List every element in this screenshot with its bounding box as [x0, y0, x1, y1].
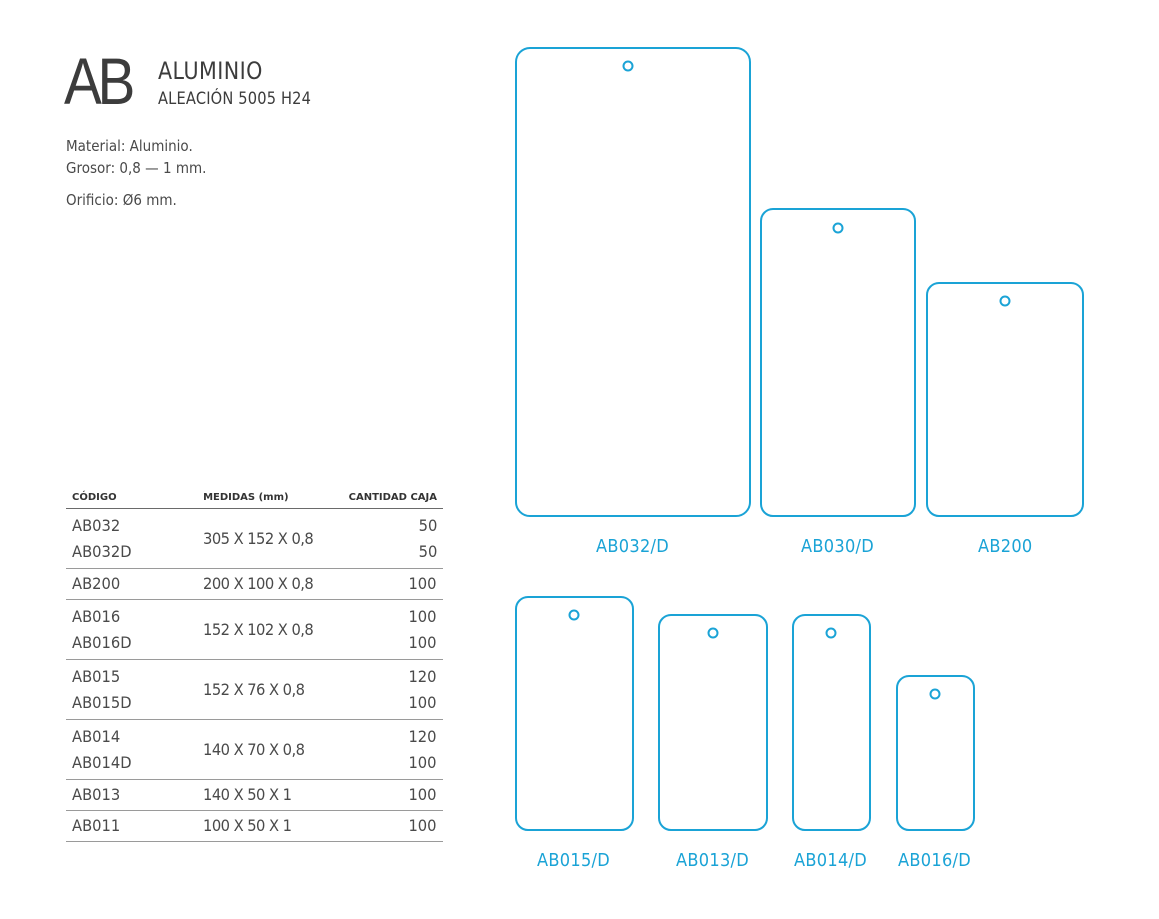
tag-ab030d-shape — [760, 208, 916, 517]
product-quantity: 100 — [408, 692, 437, 712]
product-quantity: 50 — [418, 515, 437, 535]
product-code: AB016 — [72, 606, 121, 626]
tag-hole-icon — [568, 609, 580, 621]
tag-hole-icon — [999, 295, 1011, 307]
product-code: AB015D — [72, 692, 132, 712]
product-measures: 200 X 100 X 0,8 — [203, 574, 314, 593]
brand-logo: AB — [64, 44, 135, 118]
tag-hole-icon — [929, 688, 941, 700]
tag-hole-icon — [832, 222, 844, 234]
tag-ab200-shape — [926, 282, 1084, 517]
product-quantity: 100 — [408, 574, 437, 593]
product-quantity: 120 — [408, 726, 437, 746]
product-code: AB014D — [72, 752, 132, 772]
product-quantity: 100 — [408, 785, 437, 804]
tag-label-ab015d: AB015/D — [537, 850, 611, 871]
tag-ab032d-shape — [515, 47, 751, 517]
product-code: AB032 — [72, 515, 121, 535]
product-code: AB011 — [72, 816, 121, 835]
product-measures: 140 X 70 X 0,8 — [203, 740, 305, 759]
spec-thickness: Grosor: 0,8 — 1 mm. — [66, 159, 207, 177]
product-code: AB014 — [72, 726, 121, 746]
page-title: ALUMINIO — [158, 57, 263, 85]
tag-hole-icon — [825, 627, 837, 639]
product-code: AB015 — [72, 666, 121, 686]
product-quantity: 100 — [408, 752, 437, 772]
spec-hole: Orificio: Ø6 mm. — [66, 191, 177, 209]
tag-ab013d-shape — [658, 614, 768, 831]
tag-label-ab200: AB200 — [977, 536, 1033, 557]
product-quantity: 120 — [408, 666, 437, 686]
product-measures: 152 X 76 X 0,8 — [203, 680, 305, 699]
tag-ab014d-shape — [792, 614, 871, 831]
tag-ab016d-shape — [896, 675, 975, 831]
specs-block: Material: Aluminio. Grosor: 0,8 — 1 mm. … — [66, 135, 206, 211]
product-code: AB013 — [72, 785, 121, 804]
product-code: AB032D — [72, 541, 132, 561]
table-row: AB013 140 X 50 X 1 100 — [66, 779, 443, 811]
header-code: CÓDIGO — [66, 486, 198, 509]
tag-shapes — [515, 47, 1084, 831]
table-row: AB200 200 X 100 X 0,8 100 — [66, 568, 443, 600]
table-header-row: CÓDIGO MEDIDAS (mm) CANTIDAD CAJA — [66, 486, 443, 509]
product-quantity: 50 — [418, 541, 437, 561]
tag-label-ab032d: AB032/D — [596, 536, 670, 557]
tag-label-ab014d: AB014/D — [794, 850, 868, 871]
product-measures: 140 X 50 X 1 — [203, 785, 292, 804]
header-quantity: CANTIDAD CAJA — [342, 486, 443, 509]
product-measures: 152 X 102 X 0,8 — [203, 620, 314, 639]
product-measures: 305 X 152 X 0,8 — [203, 529, 314, 548]
product-code: AB200 — [72, 574, 121, 593]
product-measures: 100 X 50 X 1 — [203, 816, 292, 835]
tag-label-ab030d: AB030/D — [801, 536, 875, 557]
tag-hole-icon — [622, 60, 634, 72]
product-quantity: 100 — [408, 632, 437, 652]
tag-label-ab016d: AB016/D — [898, 850, 972, 871]
table-row: AB011 100 X 50 X 1 100 — [66, 810, 443, 842]
product-code: AB016D — [72, 632, 132, 652]
tag-label-ab013d: AB013/D — [676, 850, 750, 871]
product-quantity: 100 — [408, 606, 437, 626]
spec-material: Material: Aluminio. — [66, 137, 193, 155]
product-quantity: 100 — [408, 816, 437, 835]
tag-ab015d-shape — [515, 596, 634, 831]
tag-hole-icon — [707, 627, 719, 639]
header-measures: MEDIDAS (mm) — [197, 486, 343, 509]
page-subtitle: ALEACIÓN 5005 H24 — [158, 89, 312, 109]
